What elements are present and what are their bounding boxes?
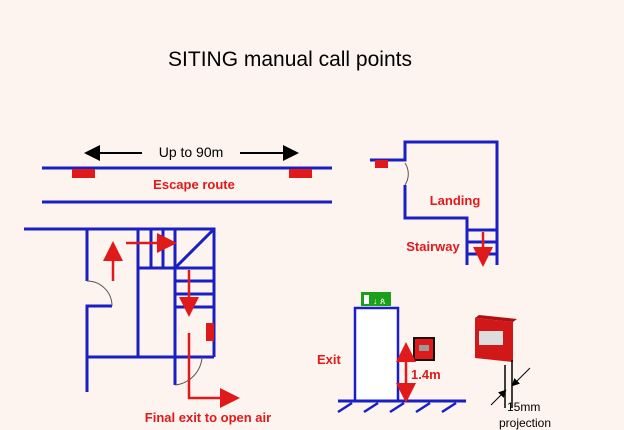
projection-size-label: 15mm	[507, 400, 540, 414]
stairway-label: Stairway	[406, 239, 460, 254]
projection-diagram: 15mm projection	[475, 315, 551, 430]
svg-text:ጰ: ጰ	[380, 296, 385, 306]
call-point	[289, 169, 312, 178]
exit-door-diagram: ↓ ጰ 1.4m Exit	[317, 292, 466, 414]
escape-route-label: Escape route	[153, 177, 235, 192]
height-label: 1.4m	[411, 367, 441, 382]
landing-diagram: Landing Stairway	[370, 140, 499, 267]
landing-label: Landing	[430, 193, 481, 208]
call-point	[375, 160, 388, 168]
door-swing	[404, 162, 409, 186]
distance-label: Up to 90m	[159, 144, 224, 160]
svg-text:↓: ↓	[373, 296, 378, 306]
call-point	[206, 323, 214, 341]
call-point	[72, 169, 95, 178]
slide-title: SITING manual call points	[168, 48, 412, 71]
corridor-diagram: Up to 90m Escape route	[42, 144, 332, 204]
floor-plan-diagram: Final exit to open air	[24, 227, 271, 425]
exit-label: Exit	[317, 352, 342, 367]
projection-label: projection	[499, 416, 551, 430]
final-exit-label: Final exit to open air	[145, 410, 271, 425]
exit-sign-icon: ↓ ጰ	[361, 292, 391, 306]
